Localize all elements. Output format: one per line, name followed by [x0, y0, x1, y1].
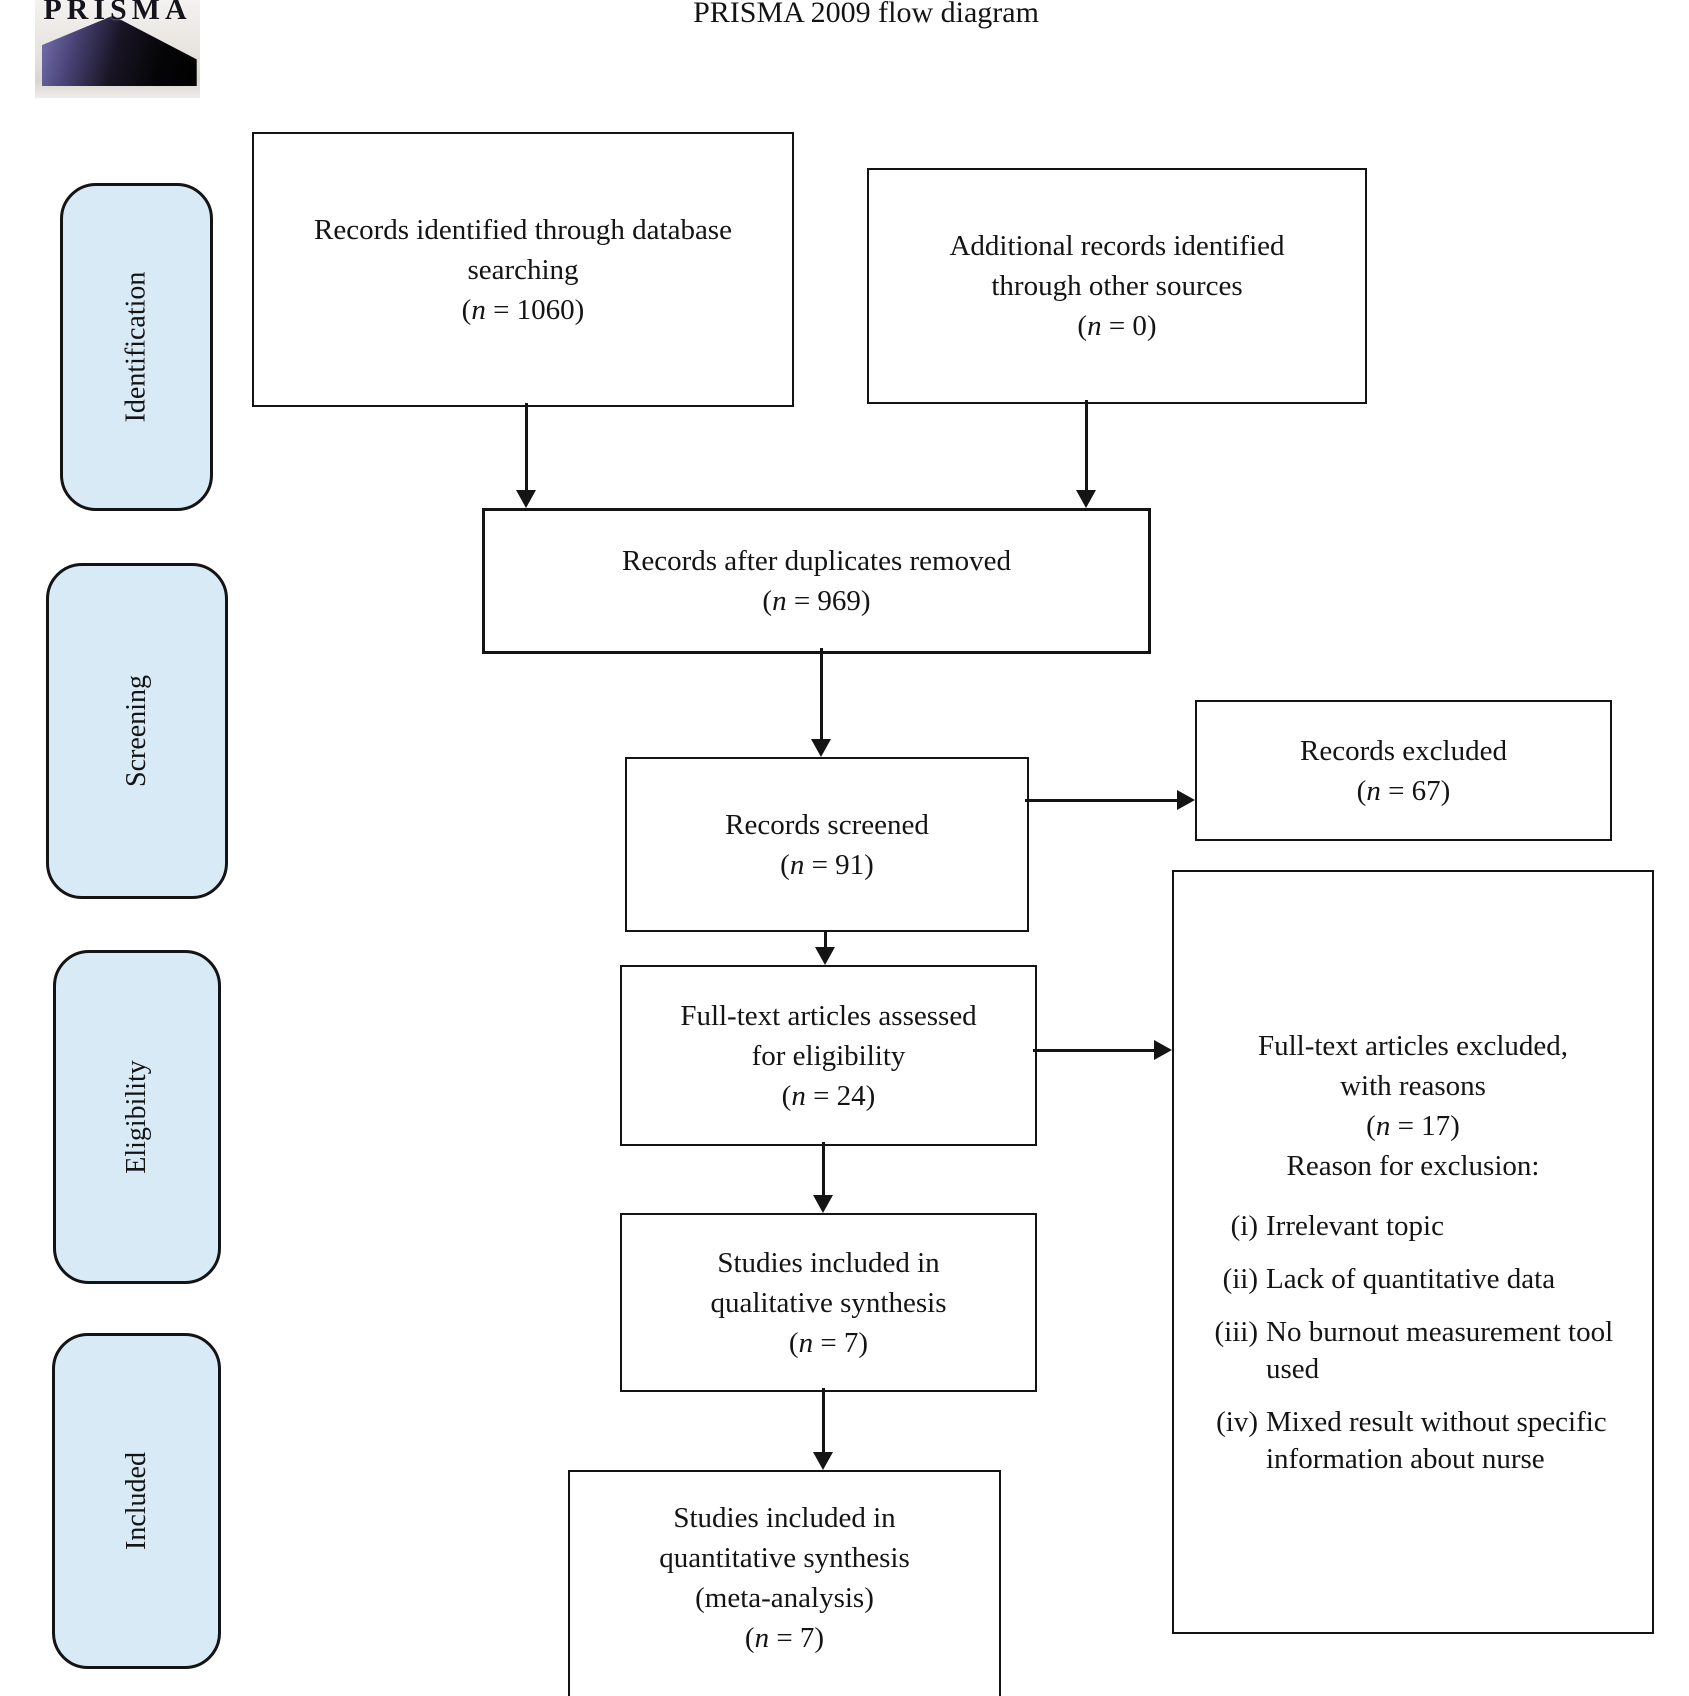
box-count: (n = 969): [762, 585, 871, 617]
stage-label-eligibility: Eligibility: [121, 1060, 152, 1174]
reason-numeral: (ii): [1222, 1263, 1258, 1295]
box-text-line: Full-text articles excluded,: [1257, 1030, 1569, 1062]
flow-box-fulltext-assessed: Full-text articles assessed for eligibil…: [620, 965, 1037, 1146]
box-count: (n = 24): [781, 1079, 876, 1112]
box-text-line: Records excluded: [1300, 734, 1507, 767]
box-count: (n = 17): [1366, 1110, 1460, 1142]
reason-numeral: (iv): [1216, 1406, 1258, 1438]
flow-box-records-excluded: Records excluded (n = 67): [1195, 700, 1612, 841]
flow-box-duplicates-removed: Records after duplicates removed (n = 96…: [482, 508, 1151, 654]
prisma-logo-text: PRISMA: [43, 0, 192, 26]
box-count: (n = 67): [1356, 774, 1451, 807]
box-text-line: Full-text articles assessed: [680, 999, 977, 1032]
box-text-line: through other sources: [991, 270, 1243, 302]
flow-box-quantitative-synthesis: Studies included in quantitative synthes…: [568, 1470, 1001, 1696]
arrow-additional-to-dedup-head: [1076, 490, 1096, 508]
arrow-identified-to-dedup-head: [516, 490, 536, 508]
arrow-dedup-to-screened-head: [811, 739, 831, 757]
prisma-logo: PRISMA: [35, 0, 200, 98]
stage-label-identification: Identification: [120, 271, 152, 423]
box-count: (n = 1060): [461, 293, 585, 326]
box-subheading: Reason for exclusion:: [1286, 1150, 1540, 1182]
exclusion-reasons-list: (i) Irrelevant topic (ii) Lack of quanti…: [1174, 1208, 1652, 1478]
flow-box-fulltext-excluded: Full-text articles excluded, with reason…: [1172, 870, 1654, 1634]
box-text-line: quantitative synthesis: [659, 1542, 910, 1574]
arrow-screened-to-fulltext-head: [815, 947, 835, 965]
box-text-line: Studies included in: [717, 1246, 940, 1279]
reason-text: Mixed result without specific informatio…: [1266, 1406, 1607, 1475]
reason-text: Irrelevant topic: [1266, 1210, 1444, 1242]
box-text-line: Records identified through database: [314, 213, 732, 246]
stage-pill-eligibility: Eligibility: [53, 950, 221, 1284]
arrow-fulltext-to-qualitative-head: [813, 1195, 833, 1213]
arrow-additional-to-dedup-line: [1085, 400, 1088, 495]
box-text-line: Studies included in: [673, 1502, 896, 1534]
box-count: (n = 7): [788, 1326, 869, 1359]
box-text-line: Records after duplicates removed: [622, 545, 1011, 577]
box-count: (n = 91): [780, 848, 874, 881]
stage-label-screening: Screening: [121, 675, 152, 787]
arrow-fulltext-to-qualitative-line: [822, 1142, 825, 1199]
stage-pill-identification: Identification: [60, 183, 213, 511]
arrow-identified-to-dedup-line: [525, 403, 528, 495]
flow-box-records-screened: Records screened (n = 91): [625, 757, 1029, 932]
arrow-qualitative-to-quantitative-line: [822, 1388, 825, 1456]
stage-pill-screening: Screening: [46, 563, 228, 899]
reason-text: Lack of quantitative data: [1266, 1263, 1556, 1295]
arrow-qualitative-to-quantitative-head: [813, 1452, 833, 1470]
box-text-line: Records screened: [725, 808, 929, 841]
stage-pill-included: Included: [52, 1333, 221, 1669]
arrow-dedup-to-screened-line: [820, 648, 823, 742]
reason-numeral: (iii): [1214, 1316, 1259, 1348]
box-text-line: searching: [467, 253, 579, 286]
box-text-line: Additional records identified: [949, 230, 1285, 262]
stage-label-included: Included: [120, 1452, 152, 1550]
arrow-screened-to-fulltext-line: [824, 930, 827, 952]
box-text-line: with reasons: [1340, 1070, 1486, 1102]
arrow-screened-to-excluded-head: [1177, 790, 1195, 810]
flow-box-qualitative-synthesis: Studies included in qualitative synthesi…: [620, 1213, 1037, 1392]
flow-box-records-identified: Records identified through database sear…: [252, 132, 794, 407]
arrow-screened-to-excluded-line: [1025, 799, 1180, 802]
box-text-line: qualitative synthesis: [710, 1286, 947, 1319]
reason-numeral: (i): [1230, 1210, 1258, 1242]
box-count: (n = 7): [744, 1622, 825, 1654]
box-text-line: (meta-analysis): [695, 1582, 874, 1614]
diagram-title: PRISMA 2009 flow diagram: [693, 0, 1039, 29]
flow-box-additional-records: Additional records identified through ot…: [867, 168, 1367, 404]
arrow-fulltext-to-reasons-head: [1154, 1040, 1172, 1060]
box-count: (n = 0): [1077, 310, 1157, 342]
arrow-fulltext-to-reasons-line: [1033, 1049, 1157, 1052]
box-text-line: for eligibility: [751, 1039, 906, 1072]
reason-text: No burnout measurement tool used: [1266, 1316, 1614, 1385]
